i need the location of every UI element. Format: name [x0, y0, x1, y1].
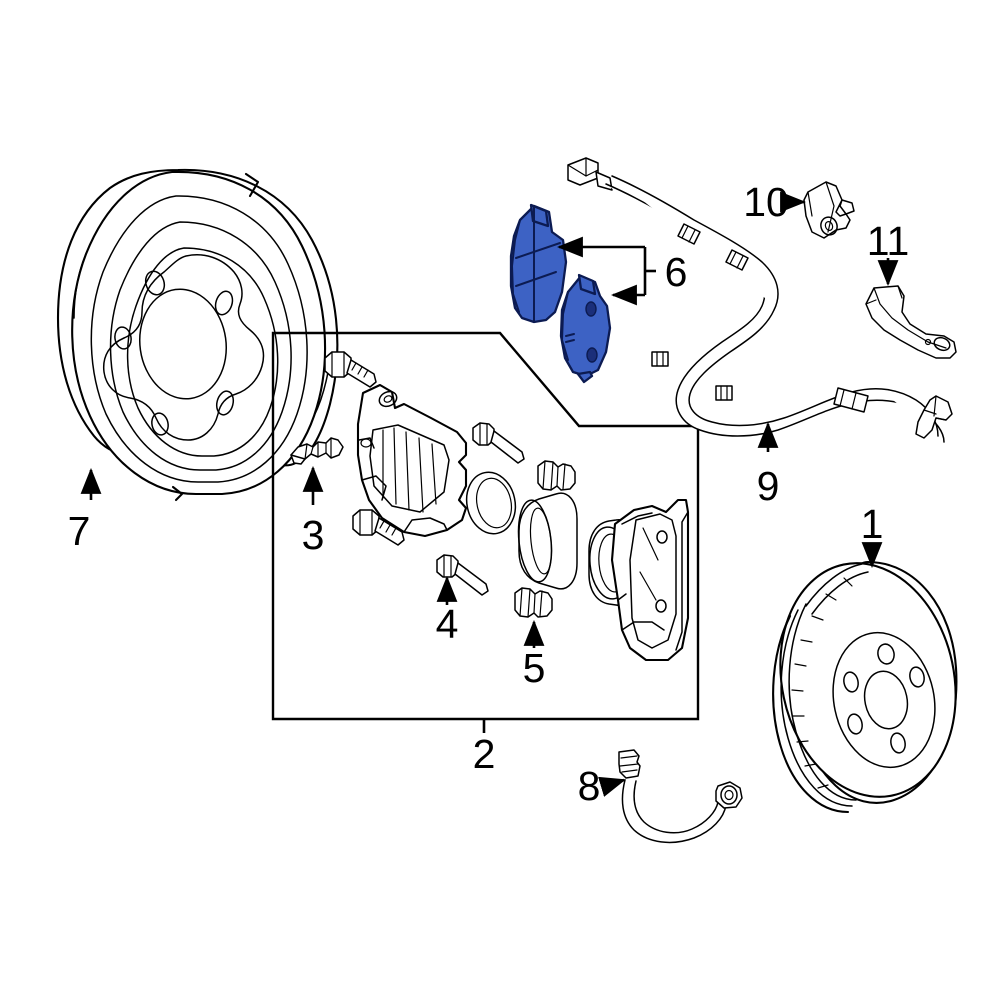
part-piston-seal-ring — [465, 471, 517, 535]
part-caliper-mounting-bolt-upper — [324, 351, 377, 388]
part-brake-pad-inner — [559, 273, 612, 384]
part-caliper-piston — [517, 492, 578, 590]
rotor-vent-slots — [791, 577, 853, 789]
pad-retention-hole-upper — [585, 301, 597, 317]
part-abs-wheel-speed-sensor-harness — [567, 157, 953, 443]
part-caliper-housing — [356, 383, 468, 538]
part-guide-pin-boot-lower — [514, 587, 553, 618]
part-brake-backing-splash-shield — [56, 168, 339, 502]
part-caliper-guide-pin-upper — [472, 422, 525, 464]
callout-number-6: 6 — [665, 249, 688, 295]
harness-clip-5 — [833, 387, 869, 413]
part-brake-rotor-disc — [772, 560, 958, 814]
harness-clip-4 — [715, 385, 733, 401]
part-brake-pad-outer — [509, 203, 568, 324]
callout-number-10: 10 — [743, 179, 789, 225]
part-caliper-mounting-bracket — [610, 498, 690, 662]
harness-clip-3 — [651, 351, 669, 367]
part-sensor-retaining-clip — [803, 181, 855, 239]
pad-retention-hole-lower — [586, 347, 598, 363]
part-brake-hydraulic-hose — [618, 749, 743, 844]
part-caliper-mounting-bolt-lower — [352, 509, 405, 546]
part-sensor-mounting-bracket — [865, 285, 957, 359]
callout-number-1: 1 — [861, 501, 884, 547]
harness-clip-2 — [725, 249, 749, 271]
callout-number-11: 11 — [867, 218, 910, 264]
harness-clip-1 — [677, 223, 701, 245]
callout-leader-8 — [598, 776, 626, 797]
callout-number-7: 7 — [68, 508, 91, 554]
part-caliper-guide-pin-lower — [436, 554, 489, 596]
callout-leader-6 — [556, 236, 656, 306]
callout-number-9: 9 — [757, 463, 780, 509]
callout-number-5: 5 — [523, 645, 546, 691]
callout-number-8: 8 — [578, 763, 601, 809]
callout-number-3: 3 — [302, 512, 325, 558]
callout-number-4: 4 — [436, 601, 459, 647]
part-bleeder-screw — [290, 437, 344, 465]
callout-number-2: 2 — [473, 731, 496, 777]
part-guide-pin-boot-upper — [537, 460, 576, 491]
abs-sensor-head — [915, 395, 953, 439]
